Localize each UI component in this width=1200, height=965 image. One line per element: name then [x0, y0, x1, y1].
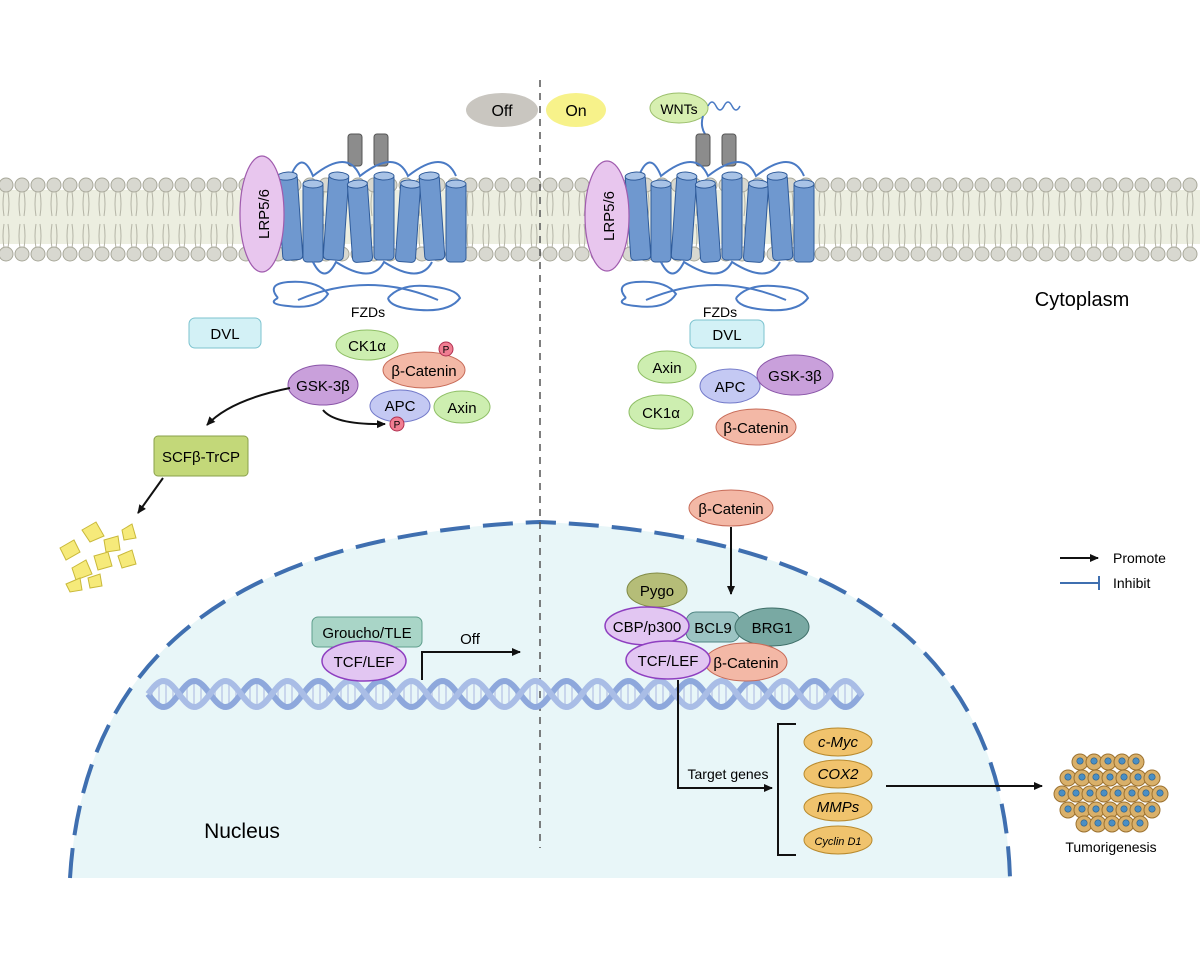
apc-on — [699, 368, 761, 404]
target-gene-label-3: Cyclin D1 — [814, 836, 861, 848]
fzd-receptor-left — [272, 133, 467, 312]
legend-promote-label: Promote — [1113, 550, 1166, 566]
phospho-1 — [438, 341, 454, 357]
axin-on-label: Axin — [652, 360, 681, 377]
gsk3b-off-label: GSK-3β — [296, 378, 350, 395]
target-gene-label-0: c-Myc — [818, 734, 858, 751]
fzd-receptor-right — [620, 133, 815, 312]
legend-inhibit-label: Inhibit — [1113, 575, 1150, 591]
phospho-2-label: P — [394, 420, 401, 431]
gsk3b-off — [287, 364, 359, 406]
beta-catenin-on-cyto — [715, 408, 797, 446]
degradation-arrow — [137, 477, 164, 514]
target-gene-0 — [803, 727, 873, 757]
beta-catenin-off-label: β-Catenin — [391, 363, 456, 380]
lrp56-right — [584, 160, 630, 272]
dvl-on-label: DVL — [712, 327, 741, 344]
target-gene-2 — [803, 792, 873, 822]
degraded-fragments — [59, 521, 137, 593]
gsk3b-on-label: GSK-3β — [768, 368, 822, 385]
fzd-left-label: FZDs — [351, 304, 385, 320]
on-state-pill — [546, 93, 606, 127]
dvl-on — [689, 319, 765, 349]
axin-off-label: Axin — [447, 400, 476, 417]
dvl-off-label: DVL — [210, 326, 239, 343]
phospho-2 — [389, 416, 405, 432]
off-state-label: Off — [491, 103, 513, 120]
pygo-label: Pygo — [640, 583, 674, 600]
target-genes-bracket — [777, 723, 796, 856]
tumorigenesis-label: Tumorigenesis — [1065, 839, 1156, 855]
brg1 — [734, 607, 810, 647]
beta-catenin-on-cyto-label: β-Catenin — [723, 420, 788, 437]
tumor-cell-cluster — [1053, 753, 1169, 833]
target-gene-3 — [803, 825, 873, 855]
wnt-label: WNTs — [660, 101, 697, 117]
target-gene-label-2: MMPs — [817, 799, 860, 816]
wnt-squiggle — [707, 101, 741, 111]
scf-label: SCFβ-TrCP — [162, 449, 240, 466]
scf-btrcp — [153, 435, 249, 477]
apc-on-label: APC — [715, 379, 746, 396]
legend: Promote Inhibit — [1060, 550, 1166, 591]
target-gene-arrow — [677, 680, 773, 792]
cbp-label: CBP/p300 — [613, 619, 681, 636]
tcf-lef-off — [321, 640, 407, 682]
gsk-to-scf-arrow — [206, 387, 291, 426]
tcf-lef-on-label: TCF/LEF — [638, 653, 699, 670]
lrp56-left — [239, 155, 285, 273]
dna-double-helix — [145, 677, 865, 711]
bcl9-label: BCL9 — [694, 620, 732, 637]
off-arrow-label: Off — [460, 631, 481, 648]
tcf-lef-on — [625, 640, 711, 680]
tcf-lef-off-label: TCF/LEF — [334, 654, 395, 671]
fzd-right-label: FZDs — [703, 304, 737, 320]
phosphorylation-arrow — [322, 409, 386, 429]
target-gene-1 — [803, 759, 873, 789]
wnt-ligand: WNTs — [649, 92, 741, 135]
brg1-label: BRG1 — [752, 620, 793, 637]
beta-catenin-translocating — [688, 489, 774, 527]
transcription-off-arrow — [421, 648, 521, 680]
ck1a-on-label: CK1α — [642, 405, 680, 422]
ck1a-off-label: CK1α — [348, 338, 386, 355]
on-state-label: On — [565, 103, 586, 120]
beta-catenin-translocating-label: β-Catenin — [698, 501, 763, 518]
off-state-pill — [466, 93, 538, 127]
apc-off-label: APC — [385, 398, 416, 415]
axin-off — [433, 390, 491, 424]
lrp56-left-label: LRP5/6 — [256, 189, 273, 239]
target-genes-label: Target genes — [688, 766, 769, 782]
lrp56-right-label: LRP5/6 — [601, 191, 618, 241]
dvl-off — [188, 317, 262, 349]
beta-catenin-off — [382, 351, 466, 389]
target-gene-label-1: COX2 — [818, 766, 860, 783]
axin-on — [637, 350, 697, 384]
nucleus-label: Nucleus — [204, 820, 280, 843]
beta-catenin-nuclear-label: β-Catenin — [713, 655, 778, 672]
gsk3b-on — [756, 354, 834, 396]
groucho-label: Groucho/TLE — [322, 625, 411, 642]
ck1a-on — [628, 394, 694, 430]
phospho-1-label: P — [443, 345, 450, 356]
cytoplasm-label: Cytoplasm — [1035, 289, 1129, 311]
ck1a-off — [335, 329, 399, 361]
